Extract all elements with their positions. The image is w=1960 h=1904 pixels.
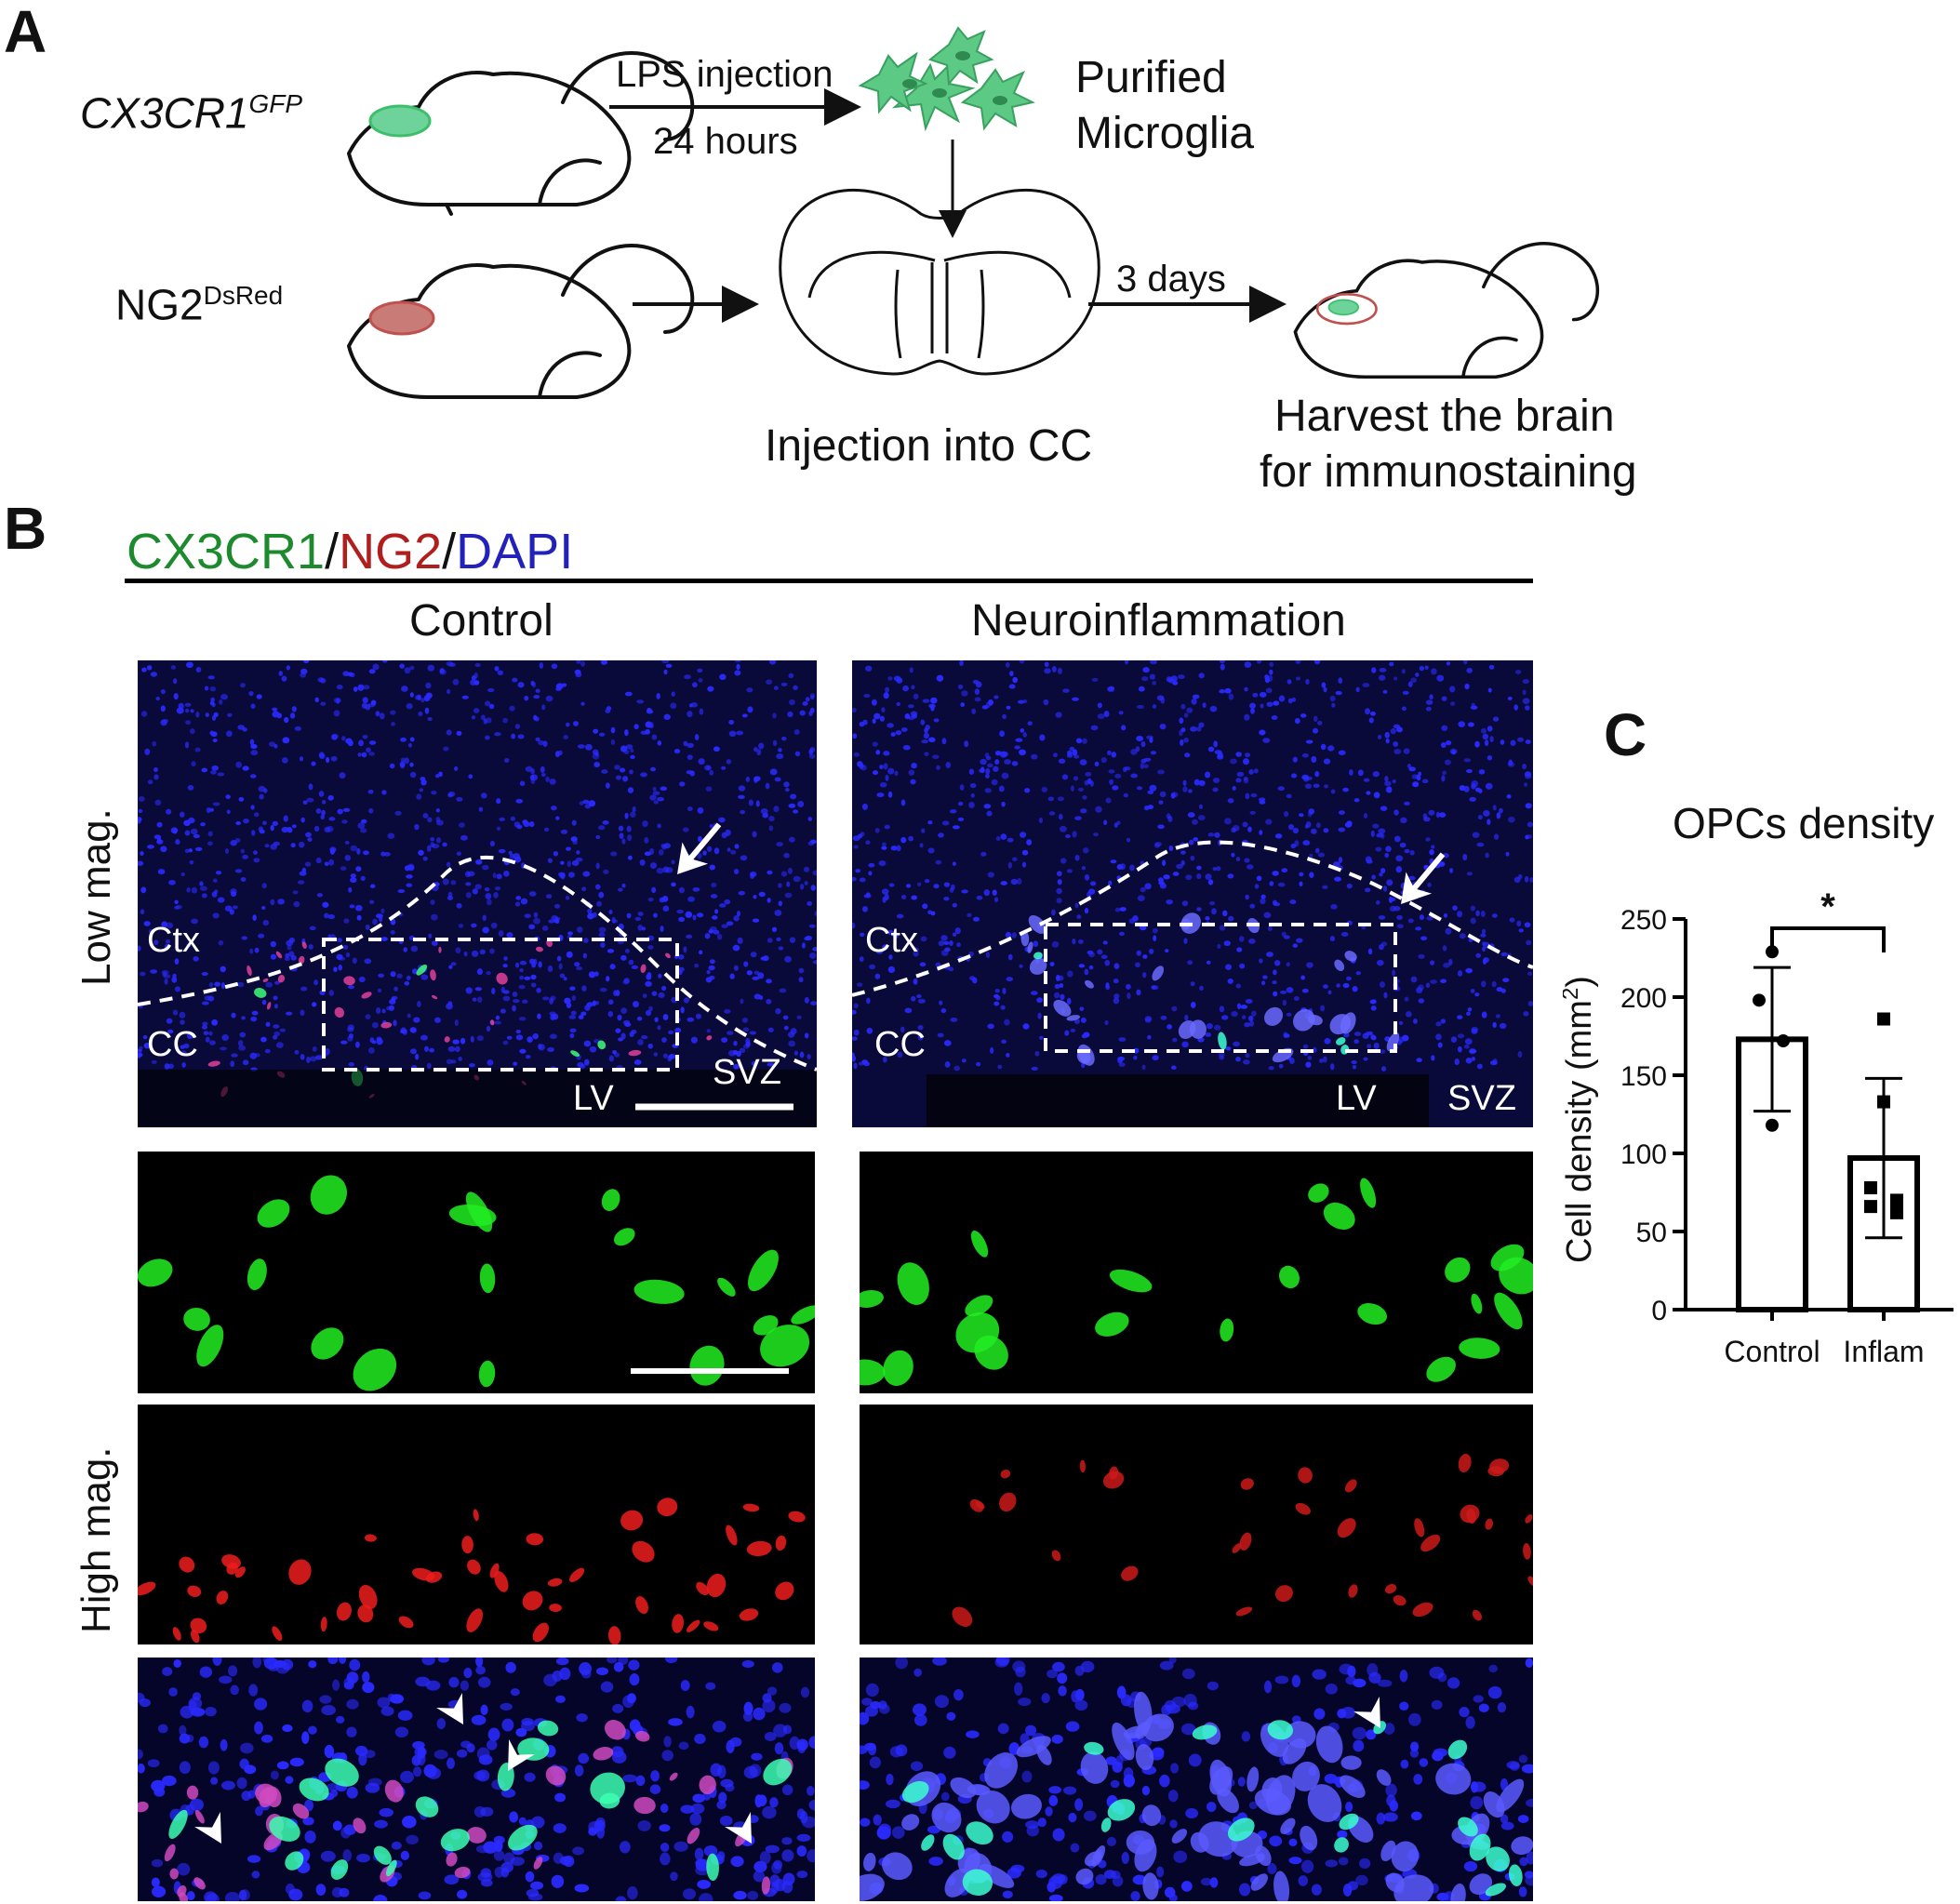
mouse-gfp-icon xyxy=(347,51,695,216)
gfp-cells xyxy=(138,1175,815,1391)
data-point xyxy=(1890,1205,1903,1219)
gfp-cells xyxy=(860,1178,1533,1386)
data-point xyxy=(1864,1200,1877,1214)
microglia-label: Microglia xyxy=(1075,109,1255,158)
lv-label-control: LV xyxy=(573,1079,614,1118)
mouse-harvest-icon xyxy=(1293,242,1600,379)
row-low-mag-label: Low mag. xyxy=(73,808,119,986)
data-point xyxy=(1766,1118,1779,1132)
mouse-dsred-icon xyxy=(347,244,695,399)
ng2-cells xyxy=(138,1720,793,1901)
y-tick-label: 50 xyxy=(1636,1218,1667,1248)
lv-label-inflam: LV xyxy=(1336,1079,1377,1118)
high-mag-control-green xyxy=(138,1152,815,1393)
panel-b-letter: B xyxy=(4,495,47,562)
high-mag-control-merge xyxy=(138,1658,815,1901)
high-mag-inflam-red xyxy=(860,1405,1533,1644)
ng2-text: NG2 xyxy=(115,280,204,329)
injection-site-arrow xyxy=(1401,852,1446,904)
cc-boundary-line xyxy=(852,840,1533,997)
stain-cx3cr1: CX3CR1 xyxy=(127,524,326,579)
significance-star: * xyxy=(1820,886,1835,927)
dsred-superscript: DsRed xyxy=(203,281,284,310)
lps-duration-label: 24 hours xyxy=(653,121,798,162)
three-days-label: 3 days xyxy=(1116,259,1226,300)
column-neuroinflammation-label: Neuroinflammation xyxy=(971,596,1346,646)
gfp-cells xyxy=(168,1720,793,1882)
arrowhead-marker xyxy=(1353,1697,1380,1728)
cc-label-inflam: CC xyxy=(874,1025,926,1064)
inset-box xyxy=(322,938,679,1072)
cc-boundary-line xyxy=(138,856,817,1072)
gfp-cells xyxy=(901,1720,1523,1897)
y-axis-label: Cell density (mm2) xyxy=(1563,976,1599,1263)
column-control-label: Control xyxy=(409,596,553,646)
ctx-label-control: Ctx xyxy=(147,921,200,960)
data-point xyxy=(1877,1095,1890,1109)
svz-label-inflam: SVZ xyxy=(1447,1079,1516,1118)
nuclei-texture xyxy=(138,660,817,1072)
microglia-cells-icon xyxy=(858,26,1035,132)
high-mag-inflam-merge xyxy=(860,1658,1533,1901)
arrowhead-marker xyxy=(508,1739,535,1771)
cc-label-control: CC xyxy=(147,1025,198,1064)
arrowhead-marker xyxy=(725,1812,752,1844)
ctx-label-inflam: Ctx xyxy=(865,921,918,960)
cx3cr1-gfp-label: CX3CR1GFP xyxy=(80,88,303,138)
stain-slash-1: / xyxy=(325,524,340,579)
low-mag-control-image: Ctx CC LV SVZ xyxy=(138,660,817,1127)
injection-into-cc-label: Injection into CC xyxy=(765,421,1093,471)
data-point xyxy=(1890,1193,1903,1207)
infiltrate-cells xyxy=(1020,912,1400,1066)
panel-c-letter: C xyxy=(1604,701,1647,768)
data-point xyxy=(1753,993,1766,1007)
chart-title: OPCs density xyxy=(1673,799,1935,847)
high-mag-control-red xyxy=(138,1405,815,1644)
gfp-superscript: GFP xyxy=(248,89,303,118)
y-tick-label: 250 xyxy=(1620,905,1667,936)
harvest-line1-label: Harvest the brain xyxy=(1274,392,1615,441)
y-tick-label: 200 xyxy=(1620,983,1667,1014)
inset-box xyxy=(1044,923,1397,1053)
gfp-cells xyxy=(1033,952,1350,1055)
nuclei-texture xyxy=(852,660,1533,1072)
cx3cr1-text: CX3CR1 xyxy=(80,88,249,138)
y-tick-label: 150 xyxy=(1620,1061,1667,1092)
ng2-cells xyxy=(952,1453,1533,1627)
panel-a-schematic xyxy=(347,26,1600,399)
data-point xyxy=(1864,1180,1877,1194)
lps-injection-label: LPS injection xyxy=(616,54,833,95)
ng2-dsred-label: NG2DsRed xyxy=(115,283,283,326)
x-tick-label: Inflam xyxy=(1843,1335,1924,1368)
svz-label-control: SVZ xyxy=(713,1053,781,1092)
high-mag-inflam-green xyxy=(860,1152,1533,1393)
coronal-brain-section-icon xyxy=(779,188,1100,376)
stain-dapi: DAPI xyxy=(456,524,574,579)
arrowhead-marker xyxy=(436,1693,463,1724)
harvest-line2-label: for immunostaining xyxy=(1260,447,1637,497)
stain-ng2: NG2 xyxy=(339,524,443,579)
injection-site-arrow xyxy=(677,822,722,874)
panel-b-header-rule xyxy=(125,579,1533,583)
data-point xyxy=(1877,1012,1890,1026)
panel-a-letter: A xyxy=(4,0,47,65)
arrowhead-marker xyxy=(194,1812,221,1844)
ng2-cells xyxy=(138,1498,806,1644)
low-mag-inflam-field xyxy=(852,660,1533,1127)
y-tick-label: 100 xyxy=(1620,1139,1667,1170)
y-tick-label: 0 xyxy=(1651,1296,1667,1326)
x-tick-label: Control xyxy=(1724,1335,1820,1368)
low-mag-control-field xyxy=(138,660,817,1127)
stain-slash-2: / xyxy=(442,524,457,579)
significance-bracket xyxy=(1770,926,1886,952)
row-high-mag-label: High mag. xyxy=(73,1446,119,1633)
data-point xyxy=(1777,1034,1790,1048)
purified-label: Purified xyxy=(1075,53,1227,102)
low-mag-inflam-image: Ctx CC LV SVZ xyxy=(852,660,1533,1127)
stain-legend: CX3CR1/NG2/DAPI xyxy=(127,526,573,577)
